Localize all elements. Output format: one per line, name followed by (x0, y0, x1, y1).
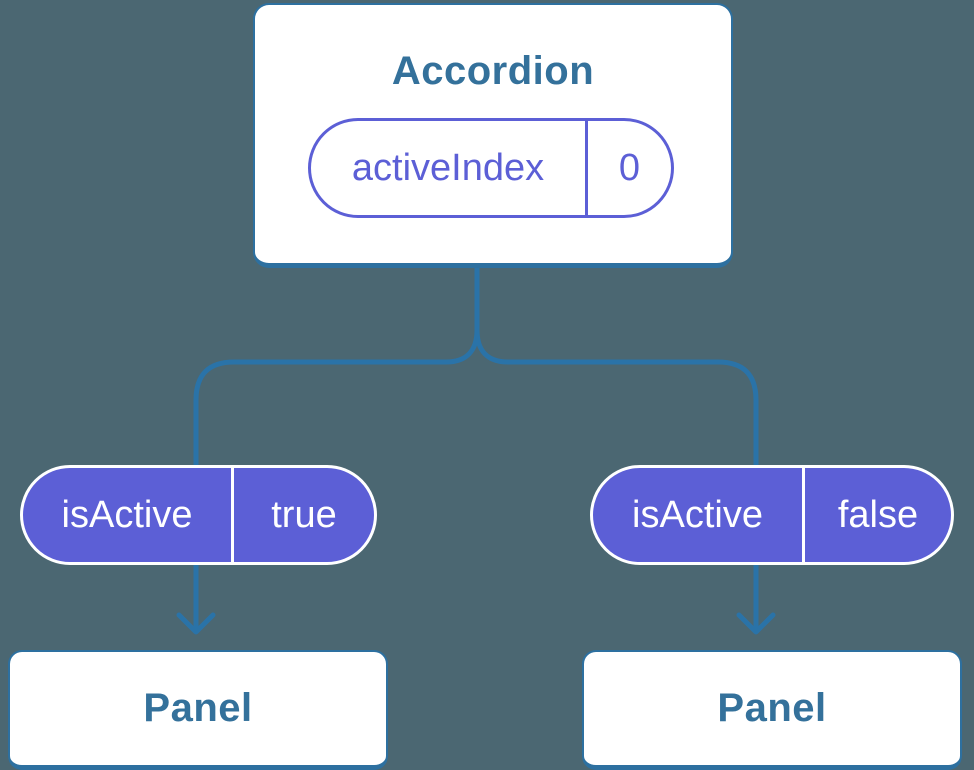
connector-right-branch (474, 327, 759, 630)
prop-pill-isactive-true: isActive true (20, 465, 377, 565)
state-pill-activeindex: activeIndex 0 (308, 118, 674, 218)
accordion-node-title: Accordion (391, 49, 595, 93)
arrow-down-icon (176, 612, 216, 635)
accordion-node: Accordion activeIndex 0 (253, 3, 733, 268)
prop-pill-isactive-false: isActive false (590, 465, 954, 565)
prop-key-label: isActive (593, 468, 805, 562)
prop-value-label: true (271, 493, 337, 536)
arrow-down-icon (736, 612, 776, 635)
prop-value-label: false (837, 493, 919, 536)
panel-node-left: Panel (8, 650, 388, 770)
connector-left-branch (193, 263, 480, 630)
panel-node-right: Panel (582, 650, 962, 770)
prop-key-label: isActive (23, 468, 234, 562)
state-key-label: activeIndex (311, 121, 588, 215)
state-value-label: 0 (618, 146, 641, 189)
panel-node-title: Panel (717, 686, 827, 730)
panel-node-title: Panel (143, 686, 253, 730)
